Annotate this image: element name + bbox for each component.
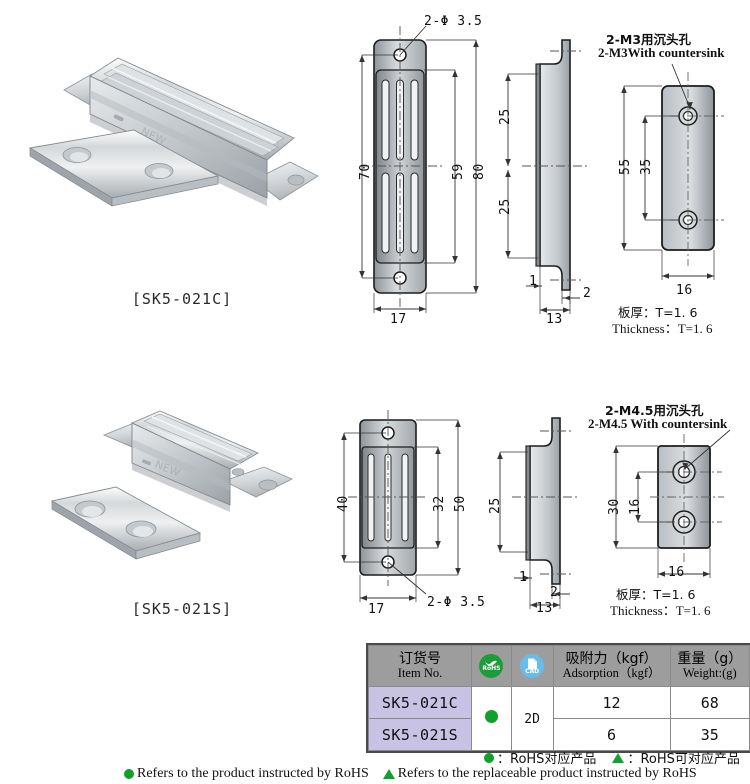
dim-hole-note-s: 2-Φ 3.5 [427,595,486,610]
dim-flange-c: 1 [529,274,538,289]
drawing-front-view-s [330,406,475,611]
legend-dot-icon-en [124,769,134,779]
note-countersink-cn-s: 2-M4.5用沉头孔 [605,403,704,418]
drawing-front-view-c [352,18,492,318]
dim-tab-s: 2 [550,585,559,600]
caption-sk5-021s: [SK5-021S] [131,600,233,618]
dim-tab-c: 2 [583,286,592,301]
dim-flange-s: 1 [519,570,528,585]
product-photo-sk5-021s: NEW [48,405,323,595]
caption-sk5-021c: [SK5-021C] [131,290,233,308]
drawing-side-view-s [482,406,602,611]
cell-weight-1: 35 [669,718,750,751]
header-item-no-cn: 订货号 [399,651,441,668]
rohs-status-dot-icon [484,709,498,723]
dim-slot-height-c: 59 [451,163,466,180]
dim-hole-note-c: 2-Φ 3.5 [424,14,483,29]
thickness-en-c: Thickness：T=1. 6 [612,321,713,336]
header-rohs: RoHS [471,645,512,687]
note-countersink-en-s: 2-M4.5 With countersink [588,416,728,431]
dim-plate-height-s: 30 [607,498,622,515]
thickness-cn-s: 板厚：T=1. 6 [616,587,696,602]
header-weight-cn: 重量（g） [677,651,743,668]
dim-width-s: 17 [368,602,385,617]
cad-document-icon [527,658,537,669]
dim-plate-width-c: 16 [676,283,693,298]
drawing-plate-view-s [600,428,750,603]
cell-rohs-mark [471,686,512,751]
note-countersink-en-c: 2-M3With countersink [598,45,725,60]
cell-cad-value: 2D [510,686,554,751]
header-adsorption: 吸附力（kgf） Adsorption（kgf） [552,645,671,687]
cell-weight-0: 68 [669,686,750,719]
cell-adsorption-1: 6 [552,718,671,751]
header-weight: 重量（g） Weight:(g) [669,645,750,687]
dim-hole-spacing-s: 16 [628,498,643,515]
dim-depth-s: 13 [536,601,553,616]
rohs-badge-icon: RoHS [479,654,504,678]
dim-hole-spacing-c: 35 [639,158,654,175]
spec-table: 订货号 Item No. RoHS CAD [366,643,750,753]
header-adsorption-cn: 吸附力（kgf） [565,651,658,668]
legend-en-dot-text: Refers to the product instructed by RoHS [137,766,369,781]
legend-en-tri-text: Refers to the replaceable product instru… [397,766,697,781]
dim-plate-height-c: 55 [618,158,633,175]
legend-cn-tri-text: ：RoHS可对应产品 [627,752,740,767]
cell-item-no-0: SK5-021C [368,686,472,719]
rohs-badge-label: RoHS [482,665,501,672]
header-adsorption-en: Adsorption（kgf） [562,665,661,680]
header-cad: CAD [510,645,554,687]
drawing-side-view-c [492,18,612,318]
dim-side-lower-c: 25 [498,198,513,215]
thickness-en-s: Thickness：T=1. 6 [610,603,711,618]
dim-slot-height-s: 32 [432,495,447,512]
legend-triangle-icon-cn [612,752,625,763]
cad-badge-label: CAD [525,667,540,675]
table-row[interactable]: SK5-021C 2D 12 68 [368,686,750,751]
table-header-row: 订货号 Item No. RoHS CAD [368,645,750,687]
header-item-no: 订货号 Item No. [368,645,472,687]
legend-dot-icon-cn [484,752,494,763]
note-countersink-cn-c: 2-M3用沉头孔 [606,32,692,47]
dim-side-spacing-s: 25 [488,497,503,514]
cad-badge-icon: CAD [520,654,545,678]
thickness-cn-c: 板厚：T=1. 6 [618,305,698,320]
table-row[interactable]: SK5-021S 6 35 [368,718,750,751]
header-item-no-en: Item No. [397,665,443,680]
spec-table-wrapper: 订货号 Item No. RoHS CAD [366,643,750,753]
dim-body-height-c: 70 [358,163,373,180]
dim-plate-width-s: 16 [668,565,685,580]
dim-depth-c: 13 [546,312,563,327]
rohs-check-icon [485,660,498,667]
drawing-plate-view-c [612,58,747,303]
legend-triangle-icon-en [382,769,395,779]
product-photo-sk5-021c: NEW [22,30,332,280]
dim-overall-height-c: 80 [472,163,487,180]
cell-adsorption-0: 12 [552,686,671,719]
cad-value-label: 2D [524,711,540,727]
dim-overall-height-s: 50 [453,495,468,512]
dim-body-height-s: 40 [336,495,351,512]
dim-width-c: 17 [390,312,407,327]
legend-chinese-row: ：RoHS对应产品 ：RoHS可对应产品 [484,748,740,767]
dim-side-upper-c: 25 [498,108,513,125]
legend-cn-dot-text: ：RoHS对应产品 [497,752,597,767]
cell-item-no-1: SK5-021S [368,718,472,751]
header-weight-en: Weight:(g) [682,665,737,680]
legend-english-row: Refers to the product instructed by RoHS… [124,766,697,782]
